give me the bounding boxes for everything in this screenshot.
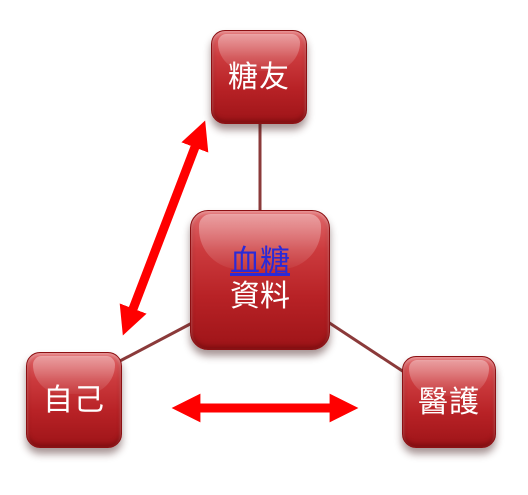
connector-left (117, 320, 195, 364)
node-blood-sugar-data: 血糖 資料 (190, 210, 330, 350)
node-medical: 醫護 (402, 356, 496, 448)
node-self-label: 自己 (43, 382, 105, 418)
blood-sugar-link[interactable]: 血糖 (230, 243, 290, 279)
connector-right (327, 320, 405, 374)
node-medical-label: 醫護 (418, 384, 480, 420)
center-sub-label: 資料 (230, 279, 290, 315)
node-self: 自己 (26, 352, 122, 448)
arrow-self-tangyou (119, 120, 209, 336)
node-tangyou: 糖友 (211, 30, 307, 124)
node-tangyou-label: 糖友 (228, 59, 290, 95)
